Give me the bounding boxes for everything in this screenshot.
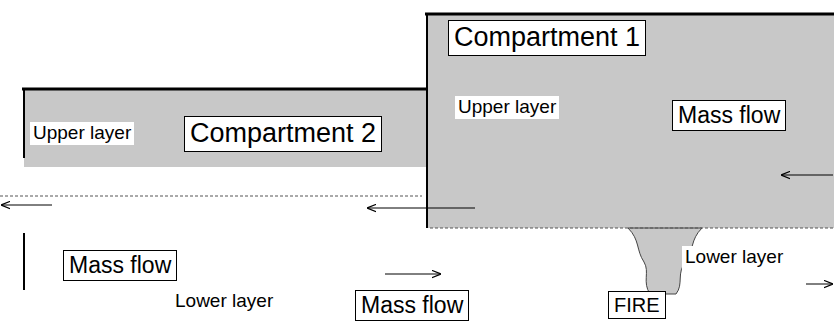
- layer-interface: [0, 196, 422, 197]
- compartment-title: Compartment 1: [448, 20, 646, 56]
- compartment-title: Compartment 2: [184, 116, 382, 152]
- flow-label: Mass flow: [63, 250, 177, 281]
- layer-label: Lower layer: [172, 290, 276, 313]
- layer-label: Upper layer: [455, 96, 559, 119]
- wall: [426, 14, 428, 228]
- upper-layer-fill: [427, 14, 834, 228]
- ceiling: [22, 88, 428, 91]
- layer-label: Lower layer: [682, 246, 786, 269]
- flow-arrow: [782, 175, 833, 176]
- fire-label: FIRE: [608, 291, 666, 319]
- layer-label: Upper layer: [30, 122, 134, 145]
- compartment: Upper layerCompartment 2Mass flowMass fl…: [0, 0, 425, 323]
- wall: [23, 89, 25, 158]
- flow-arrow: [2, 205, 52, 206]
- flow-arrow: [806, 284, 832, 285]
- upper-layer-fill: [24, 89, 428, 167]
- ceiling: [425, 13, 834, 16]
- compartment: Compartment 1 Upper layer Mass flowLower l…: [425, 0, 834, 323]
- flow-arrow: [368, 208, 475, 209]
- flow-arrow: [385, 274, 440, 275]
- fire-box: FIRE: [608, 291, 666, 319]
- flow-label: Mass flow: [672, 100, 786, 131]
- layer-interface: [430, 228, 834, 229]
- flow-label: Mass flow: [355, 290, 469, 321]
- wall: [23, 233, 25, 290]
